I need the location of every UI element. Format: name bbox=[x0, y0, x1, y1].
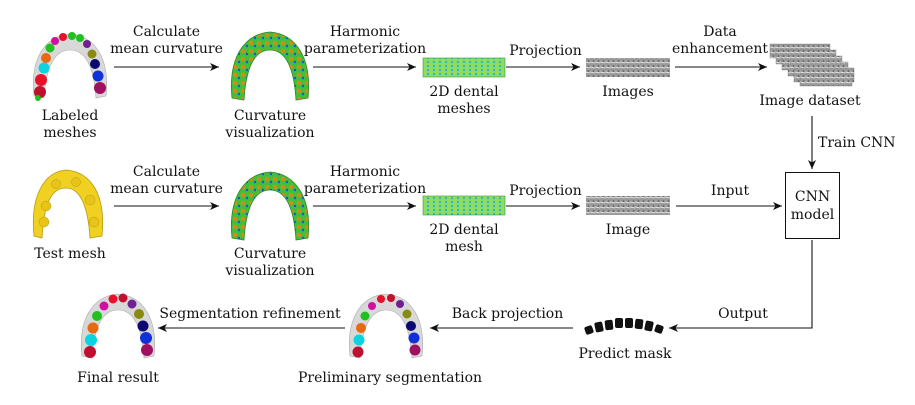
final-result-image bbox=[81, 293, 155, 359]
curvature-visualization-image bbox=[230, 31, 310, 101]
test-mesh-image bbox=[32, 169, 104, 239]
label-step-projection-2: Projection bbox=[509, 183, 582, 199]
label-image: Image bbox=[605, 222, 651, 238]
image-dataset-stack bbox=[769, 43, 855, 87]
dental-2d-mesh-image-2 bbox=[422, 195, 506, 216]
label-preliminary-segmentation: Preliminary segmentation bbox=[297, 370, 483, 386]
preliminary-segmentation-image bbox=[349, 293, 423, 359]
label-test-mesh: Test mesh bbox=[34, 246, 106, 262]
predict-mask-image bbox=[584, 318, 664, 335]
label-predict-mask: Predict mask bbox=[578, 346, 672, 362]
label-train-cnn: Train CNN bbox=[818, 135, 896, 151]
label-step-input: Input bbox=[710, 183, 750, 199]
label-step-back-projection: Back projection bbox=[451, 306, 564, 322]
label-step-output: Output bbox=[718, 306, 768, 322]
labeled-mesh-image bbox=[33, 32, 107, 101]
projected-image-2 bbox=[586, 196, 670, 215]
label-final-result: Final result bbox=[77, 370, 159, 386]
label-images: Images bbox=[602, 84, 654, 100]
label-step-projection-1: Projection bbox=[509, 43, 582, 59]
label-image-dataset: Image dataset bbox=[759, 93, 861, 109]
curvature-visualization-image-2 bbox=[230, 171, 310, 241]
arrow-output bbox=[669, 240, 813, 332]
dental-2d-mesh-image bbox=[422, 57, 506, 78]
label-step-segmentation-refinement: Segmentation refinement bbox=[159, 306, 341, 322]
projected-image bbox=[586, 58, 670, 77]
